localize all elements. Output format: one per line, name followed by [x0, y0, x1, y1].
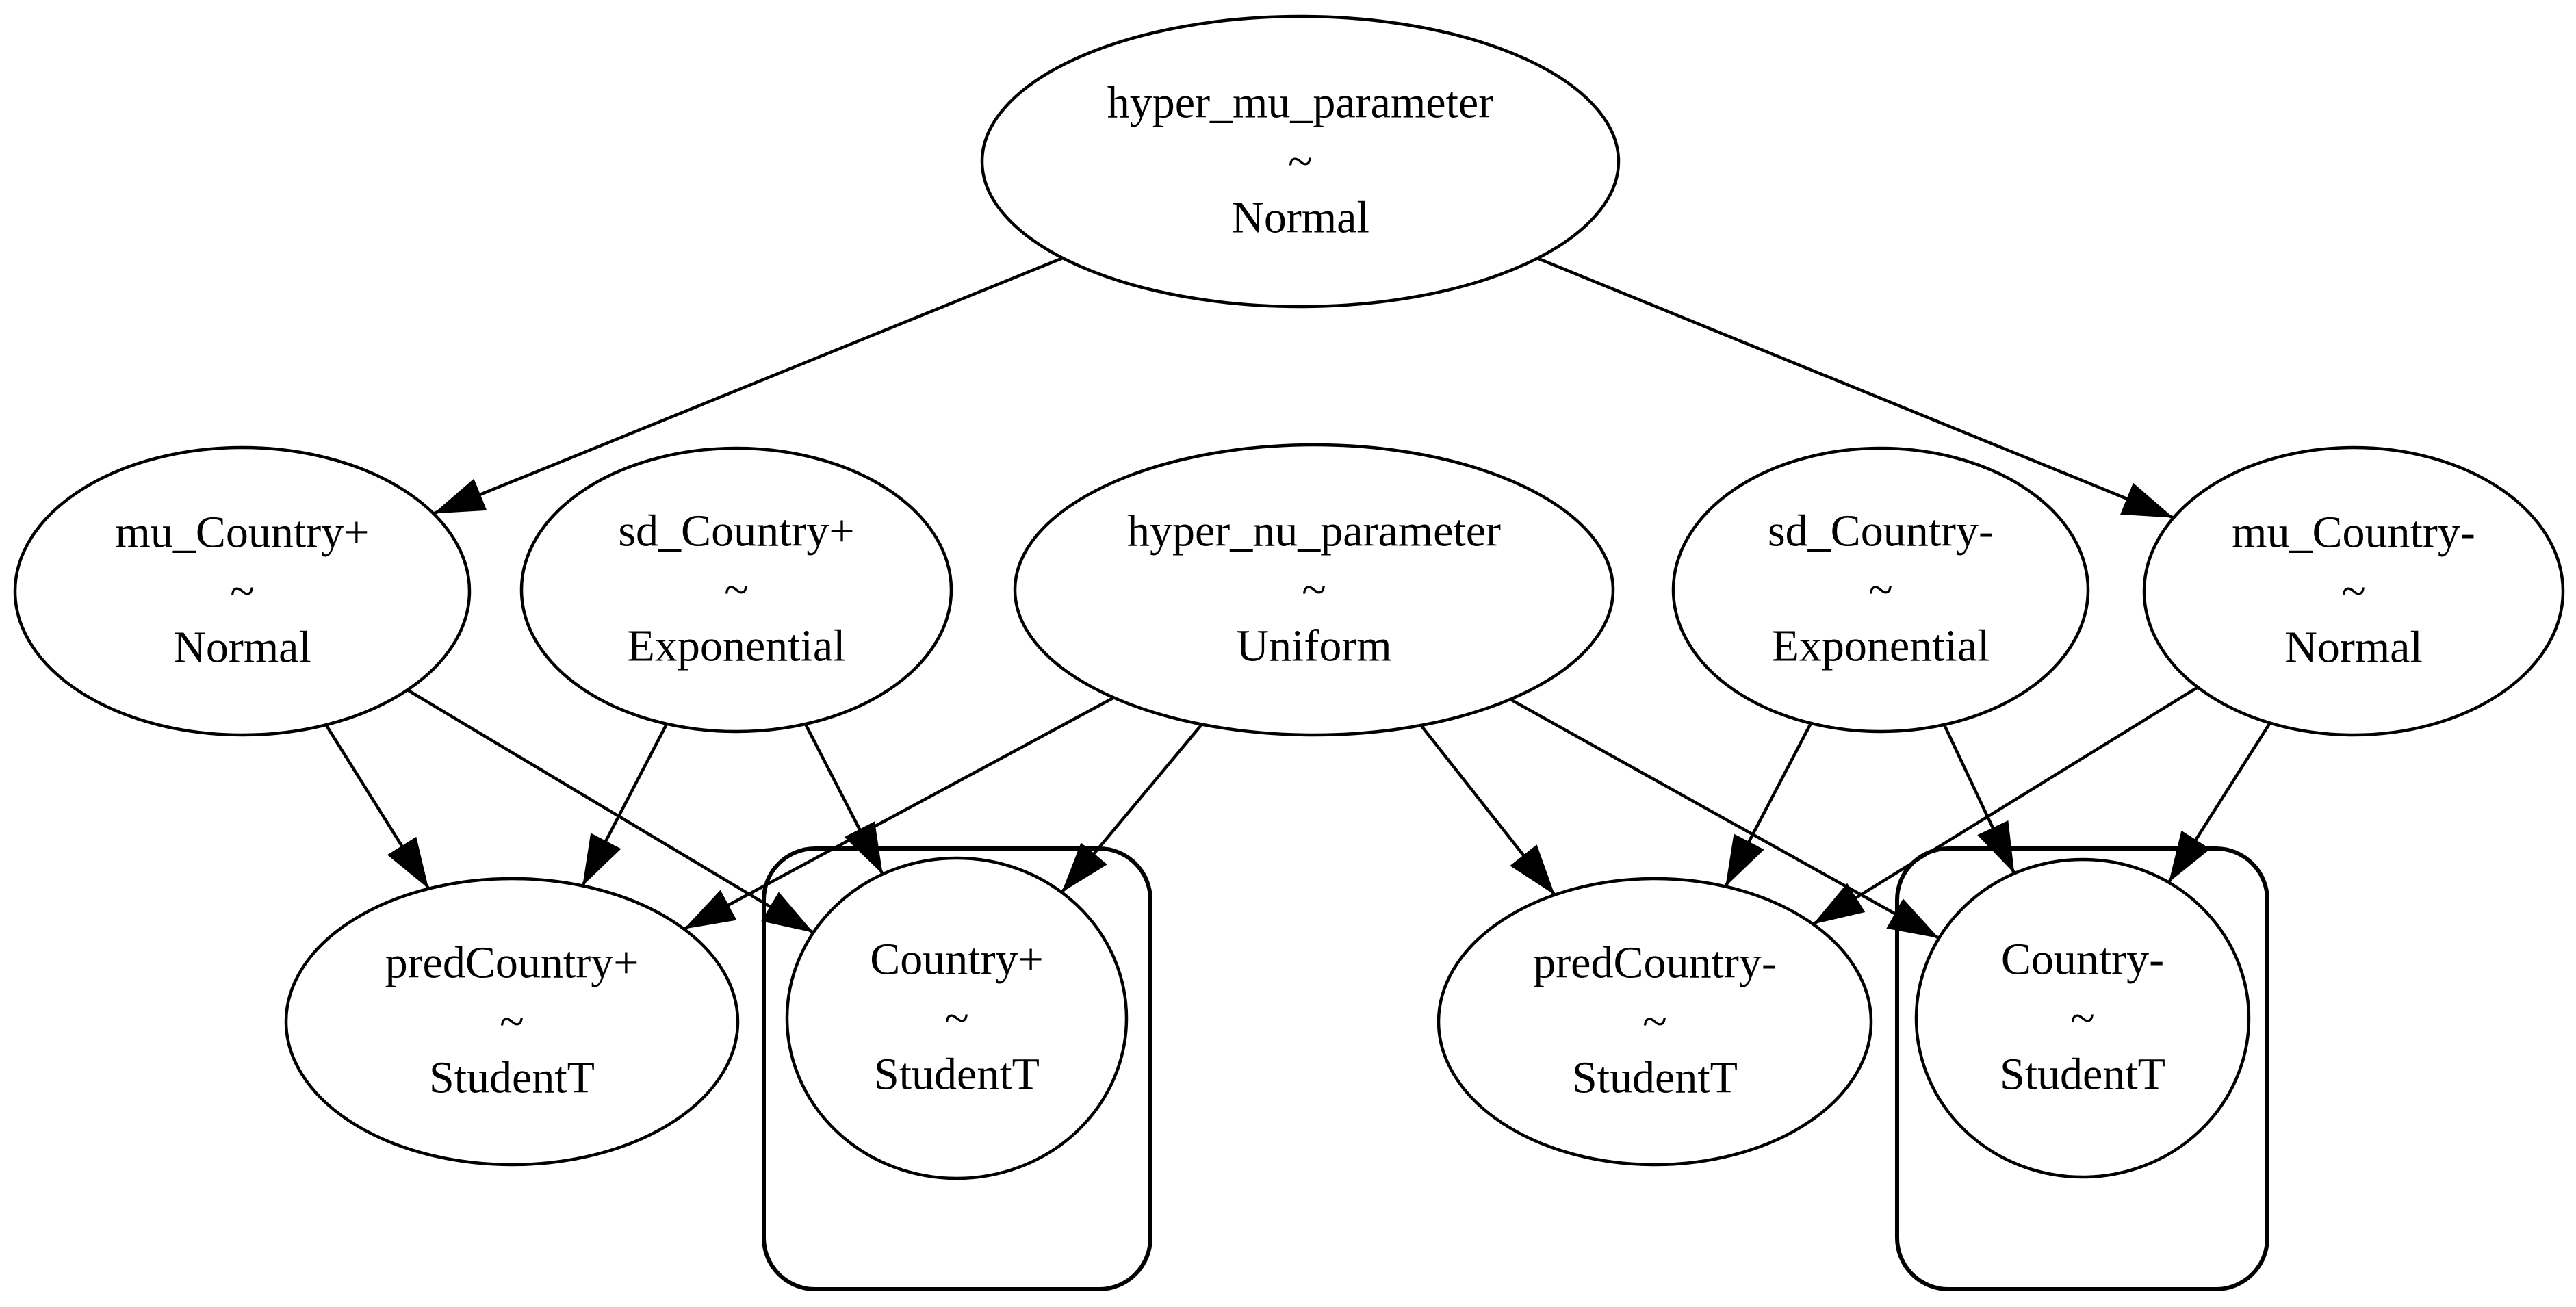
edge-hyper-nu-parameter-to-country-minus: [1509, 697, 1940, 940]
node-label-pred-country-plus: predCountry+: [385, 938, 639, 988]
node-distribution-pred-country-minus: StudentT: [1572, 1053, 1738, 1103]
node-ellipse-country-plus: [785, 856, 1129, 1180]
node-label-hyper-nu-parameter: hyper_nu_parameter: [1127, 506, 1501, 556]
node-ellipse-mu-country-plus: [13, 445, 472, 737]
edge-hyper-mu-parameter-to-mu-country-plus: [433, 256, 1064, 515]
node-label-pred-country-minus: predCountry-: [1533, 938, 1777, 988]
node-tilde-hyper-mu-parameter: ~: [1288, 137, 1313, 187]
node-ellipse-sd-country-plus: [519, 446, 953, 734]
edge-mu-country-minus-to-pred-country-minus: [1812, 686, 2199, 926]
node-tilde-mu-country-plus: ~: [230, 567, 255, 617]
plate-country-minus: [1895, 846, 2269, 1291]
node-sd-country-plus: sd_Country+ ~ Exponential: [519, 446, 953, 734]
node-distribution-pred-country-plus: StudentT: [429, 1053, 595, 1103]
node-distribution-country-plus: StudentT: [874, 1050, 1040, 1100]
plates-layer: [762, 846, 2269, 1291]
node-label-sd-country-plus: sd_Country+: [618, 506, 854, 556]
node-label-country-minus: Country-: [2001, 935, 2164, 985]
node-country-minus: Country- ~ StudentT: [1914, 857, 2251, 1179]
node-tilde-hyper-nu-parameter: ~: [1302, 565, 1326, 615]
edge-sd-country-plus-to-pred-country-plus: [581, 723, 669, 887]
node-distribution-mu-country-minus: Normal: [2284, 623, 2423, 673]
node-ellipse-pred-country-plus: [284, 877, 740, 1167]
node-hyper-nu-parameter: hyper_nu_parameter ~ Uniform: [1013, 443, 1615, 737]
node-sd-country-minus: sd_Country- ~ Exponential: [1671, 446, 2090, 734]
edge-hyper-nu-parameter-to-pred-country-plus: [683, 696, 1115, 931]
node-ellipse-sd-country-minus: [1671, 446, 2090, 734]
node-tilde-pred-country-minus: ~: [1643, 997, 1667, 1047]
node-pred-country-minus: predCountry- ~ StudentT: [1437, 877, 1873, 1167]
node-hyper-mu-parameter: hyper_mu_parameter ~ Normal: [980, 14, 1621, 309]
edge-sd-country-minus-to-pred-country-minus: [1724, 722, 1813, 888]
edge-mu-country-plus-to-pred-country-plus: [324, 724, 430, 890]
plate-country-plus: [762, 846, 1152, 1291]
node-ellipse-hyper-mu-parameter: [980, 14, 1621, 309]
edge-hyper-nu-parameter-to-pred-country-minus: [1419, 724, 1556, 896]
node-tilde-pred-country-plus: ~: [500, 997, 524, 1047]
node-distribution-hyper-nu-parameter: Uniform: [1236, 621, 1391, 671]
edge-hyper-nu-parameter-to-country-plus: [1060, 723, 1203, 894]
edge-sd-country-minus-to-country-minus: [1942, 724, 2016, 875]
node-tilde-country-minus: ~: [2070, 994, 2095, 1044]
node-pred-country-plus: predCountry+ ~ StudentT: [284, 877, 740, 1167]
edge-mu-country-minus-to-country-minus: [2167, 722, 2271, 883]
node-mu-country-minus: mu_Country- ~ Normal: [2142, 445, 2565, 737]
node-label-hyper-mu-parameter: hyper_mu_parameter: [1107, 78, 1493, 128]
node-tilde-sd-country-plus: ~: [724, 565, 749, 615]
nodes-layer: hyper_mu_parameter ~ Normal mu_Country+ ~ Nor…: [13, 14, 2565, 1180]
node-ellipse-mu-country-minus: [2142, 445, 2565, 737]
node-mu-country-plus: mu_Country+ ~ Normal: [13, 445, 472, 737]
node-label-mu-country-plus: mu_Country+: [116, 508, 370, 558]
edge-hyper-mu-parameter-to-mu-country-minus: [1536, 257, 2174, 519]
node-distribution-mu-country-plus: Normal: [173, 623, 311, 673]
node-distribution-country-minus: StudentT: [2000, 1050, 2165, 1100]
node-distribution-sd-country-plus: Exponential: [628, 621, 846, 671]
node-ellipse-country-minus: [1914, 857, 2251, 1179]
edges-layer: [324, 256, 2271, 940]
node-ellipse-hyper-nu-parameter: [1013, 443, 1615, 737]
node-tilde-sd-country-minus: ~: [1868, 565, 1893, 615]
node-distribution-hyper-mu-parameter: Normal: [1231, 193, 1369, 243]
node-label-sd-country-minus: sd_Country-: [1768, 506, 1994, 556]
edge-sd-country-plus-to-country-plus: [803, 723, 884, 875]
edge-mu-country-plus-to-country-plus: [407, 688, 814, 934]
node-country-plus: Country+ ~ StudentT: [785, 856, 1129, 1180]
node-ellipse-pred-country-minus: [1437, 877, 1873, 1167]
node-label-country-plus: Country+: [870, 935, 1044, 985]
node-label-mu-country-minus: mu_Country-: [2232, 508, 2475, 558]
node-tilde-mu-country-minus: ~: [2341, 567, 2366, 617]
node-distribution-sd-country-minus: Exponential: [1772, 621, 1990, 671]
node-tilde-country-plus: ~: [944, 994, 969, 1044]
